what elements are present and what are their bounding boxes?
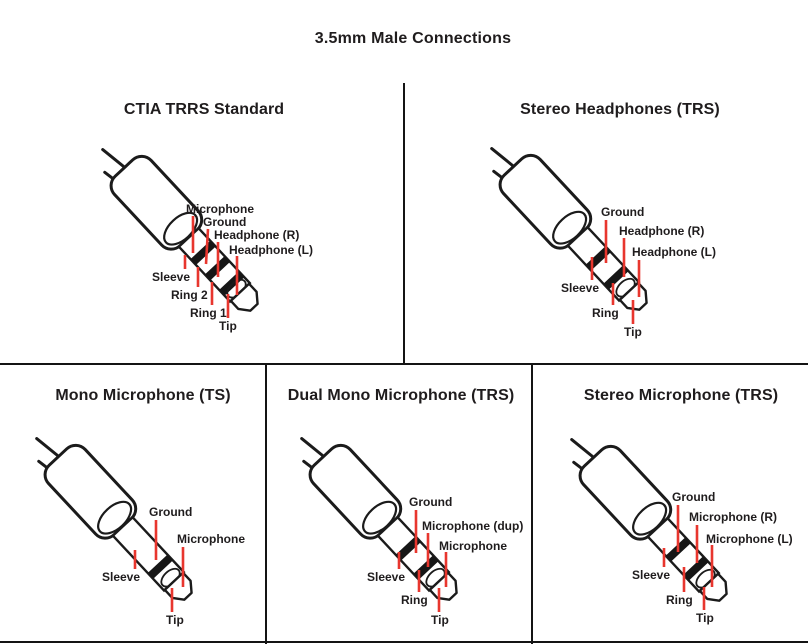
pin-label-headphone-right: Headphone (R) [214, 228, 300, 242]
divider-vertical-top [403, 83, 405, 363]
plug-illustration [300, 437, 458, 601]
pin-label-ring-1: Ring 1 [190, 306, 227, 320]
connector-diagram-trrs [101, 148, 259, 318]
pin-label-sleeve: Sleeve [152, 270, 191, 284]
pin-label-microphone-dup: Microphone (dup) [422, 519, 524, 533]
leader-lines [397, 510, 448, 612]
pin-label-sleeve: Sleeve [632, 568, 671, 582]
pin-label-ground: Ground [601, 205, 645, 219]
insulator-band [395, 536, 421, 561]
plug-illustration [570, 438, 728, 602]
plug-tip [229, 282, 259, 312]
divider-horizontal-bottom [0, 641, 808, 643]
pin-label-ground: Ground [149, 505, 193, 519]
insulator-band [683, 556, 709, 581]
pin-label-headphone-left: Headphone (L) [229, 243, 313, 257]
pin-label-microphone-left: Microphone (L) [706, 532, 793, 546]
divider-vertical-bottom-right [531, 365, 533, 644]
panel-title: Dual Mono Microphone (TRS) [287, 387, 515, 404]
pin-label-ground: Ground [409, 495, 453, 509]
panel-dual-mono-microphone: Dual Mono Microphone (TRS) Ground Microp… [266, 366, 533, 644]
pin-label-microphone: Microphone [186, 202, 254, 216]
panel-ctia-trrs: CTIA TRRS Standard Microphone Ground Hea… [0, 70, 404, 363]
leader-lines [590, 220, 641, 324]
pin-label-tip: Tip [166, 613, 184, 627]
pin-label-tip: Tip [431, 613, 449, 627]
leader-lines [662, 505, 714, 610]
connector-diagram-trs [300, 437, 458, 612]
pin-label-ground: Ground [672, 490, 716, 504]
page-title: 3.5mm Male Connections [314, 30, 512, 47]
leader-lines [183, 216, 239, 318]
pin-label-ring-2: Ring 2 [171, 288, 208, 302]
panel-stereo-headphones: Stereo Headphones (TRS) Ground Headphone… [404, 70, 808, 363]
panel-title: Mono Microphone (TS) [55, 387, 231, 404]
connector-diagram-trs [570, 438, 728, 610]
pin-label-tip: Tip [624, 325, 642, 339]
divider-vertical-bottom-left [265, 365, 267, 644]
pin-label-headphone-right: Headphone (R) [619, 224, 705, 238]
divider-horizontal-middle [0, 363, 808, 365]
insulator-band [147, 554, 173, 579]
pin-label-microphone-right: Microphone (R) [689, 510, 777, 524]
panel-stereo-microphone: Stereo Microphone (TRS) Ground Microphon… [533, 366, 808, 644]
pin-label-sleeve: Sleeve [367, 570, 406, 584]
pin-label-ground: Ground [203, 215, 247, 229]
pin-label-sleeve: Sleeve [561, 281, 600, 295]
pin-label-microphone: Microphone [177, 532, 245, 546]
plug-illustration [490, 147, 648, 311]
pin-label-ring: Ring [401, 593, 428, 607]
pin-label-headphone-left: Headphone (L) [632, 245, 716, 259]
plug-tip [428, 571, 458, 601]
leader-lines [133, 520, 185, 612]
insulator-band [190, 240, 216, 265]
panel-title: CTIA TRRS Standard [123, 101, 285, 118]
panel-title: Stereo Microphone (TRS) [583, 387, 779, 404]
pin-label-microphone: Microphone [439, 539, 507, 553]
connector-diagram-trs [490, 147, 648, 324]
leader-line-ground [204, 228, 210, 265]
panel-title: Stereo Headphones (TRS) [520, 101, 720, 118]
insulator-band [603, 265, 629, 290]
plug-tip [698, 572, 728, 602]
pin-label-ring: Ring [592, 306, 619, 320]
connector-diagram-ts [35, 437, 193, 612]
pin-label-tip: Tip [219, 319, 237, 333]
pin-label-ring: Ring [666, 593, 693, 607]
panel-mono-microphone: Mono Microphone (TS) Ground Microphone S… [0, 366, 266, 644]
pin-label-sleeve: Sleeve [102, 570, 141, 584]
pin-label-tip: Tip [696, 611, 714, 625]
